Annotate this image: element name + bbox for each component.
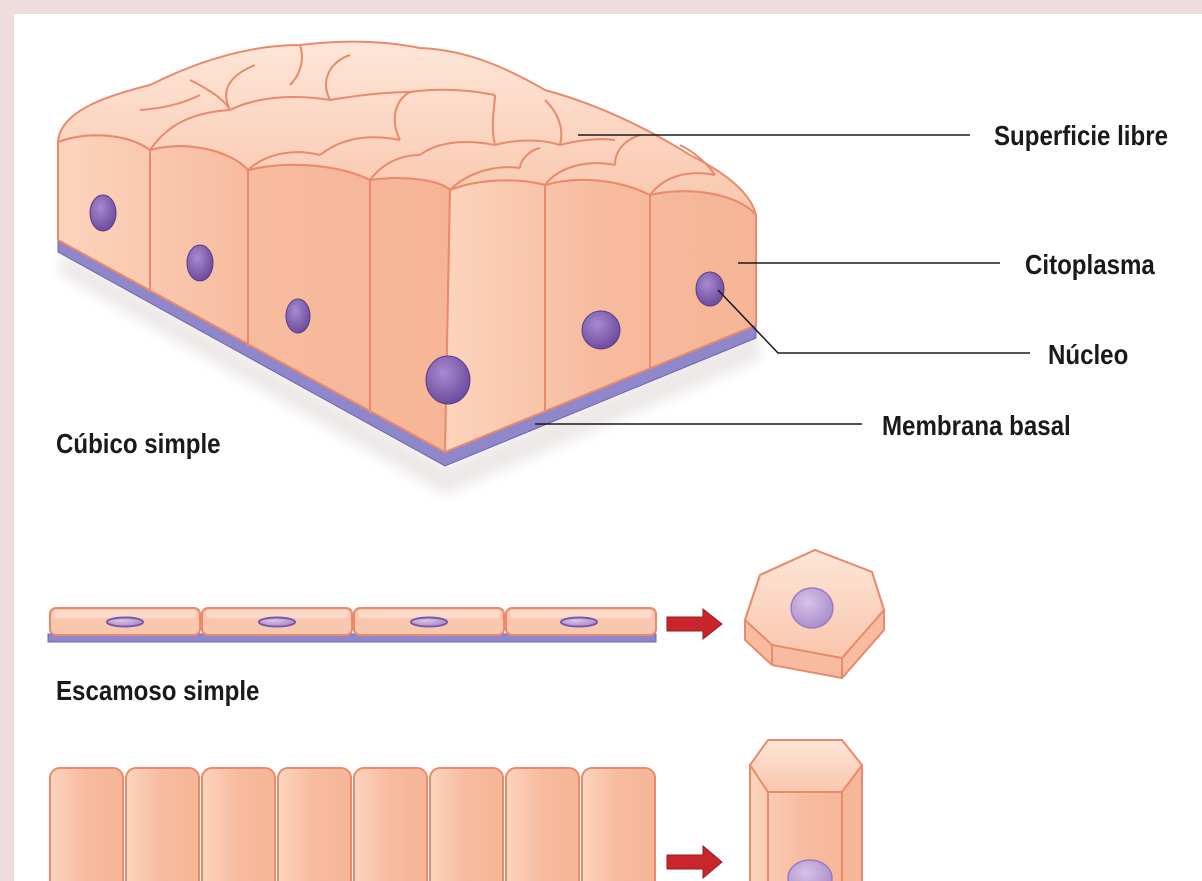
label-cubico-simple: Cúbico simple <box>56 428 221 460</box>
squamous-single-cell <box>745 550 884 678</box>
label-membrana-basal: Membrana basal <box>882 410 1071 442</box>
columnar-epithelium <box>50 768 655 881</box>
arrow-right-icon <box>667 609 722 639</box>
squamous-epithelium <box>48 608 656 642</box>
columnar-single-cell <box>750 740 862 881</box>
arrow-right-icon <box>667 846 722 878</box>
label-nucleo: Núcleo <box>1048 339 1128 371</box>
label-superficie-libre: Superficie libre <box>994 120 1168 152</box>
label-citoplasma: Citoplasma <box>1025 249 1155 281</box>
label-escamoso-simple: Escamoso simple <box>56 675 259 707</box>
